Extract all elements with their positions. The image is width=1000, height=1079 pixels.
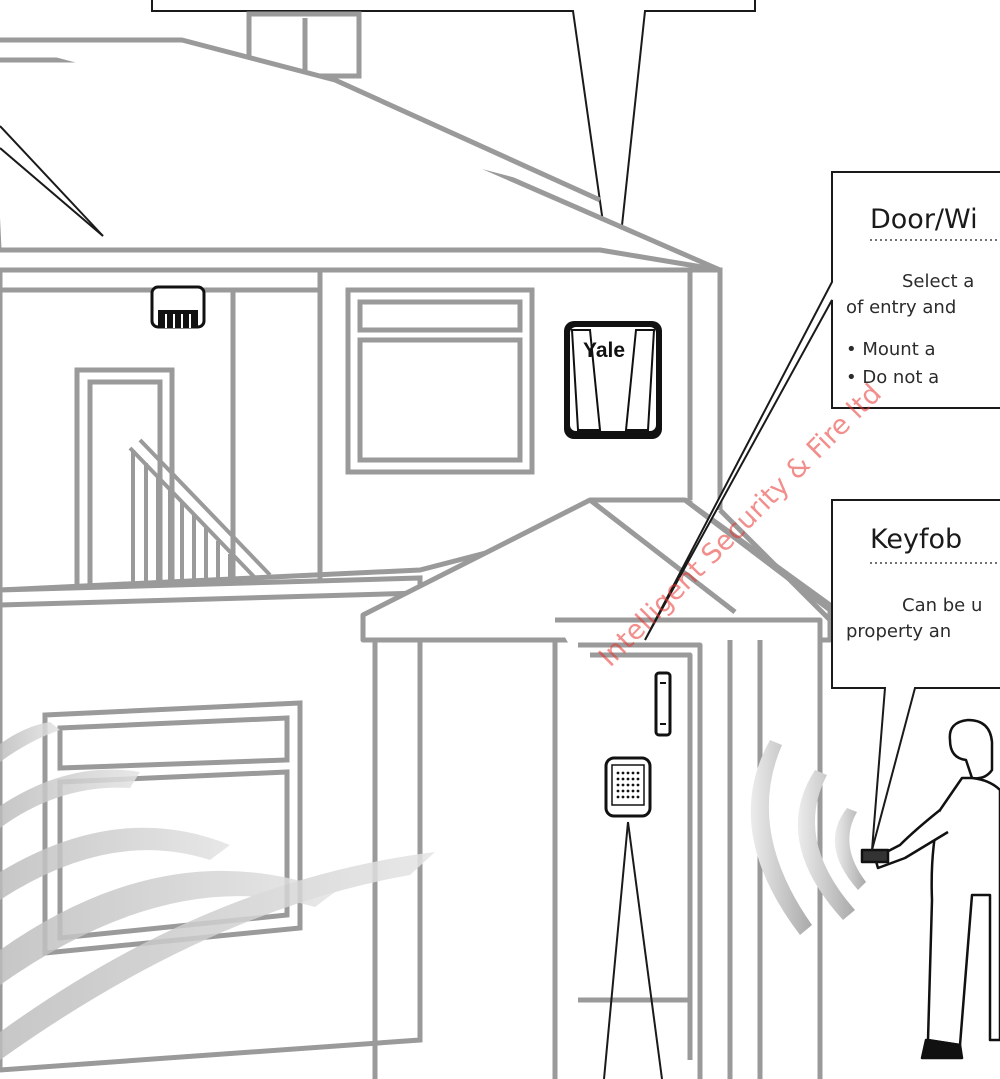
alarm-siren-box: Yale — [564, 321, 662, 439]
door-window-line-2: of entry and — [846, 297, 956, 318]
panel-logo: Yale — [583, 339, 625, 362]
door-window-line-1: Select a — [902, 271, 974, 292]
keyfob-line-2: property an — [846, 621, 951, 642]
keypad-icon — [606, 758, 650, 816]
door-window-line-3: • Mount a — [846, 339, 936, 360]
keyfob-line-1: Can be u — [902, 595, 982, 616]
keyfob-title: Keyfob — [870, 524, 962, 555]
door-contact-icon — [656, 673, 670, 735]
gable-side — [690, 270, 720, 510]
pir-sensor-icon — [152, 287, 204, 328]
door-window-title: Door/Wi — [870, 204, 978, 235]
